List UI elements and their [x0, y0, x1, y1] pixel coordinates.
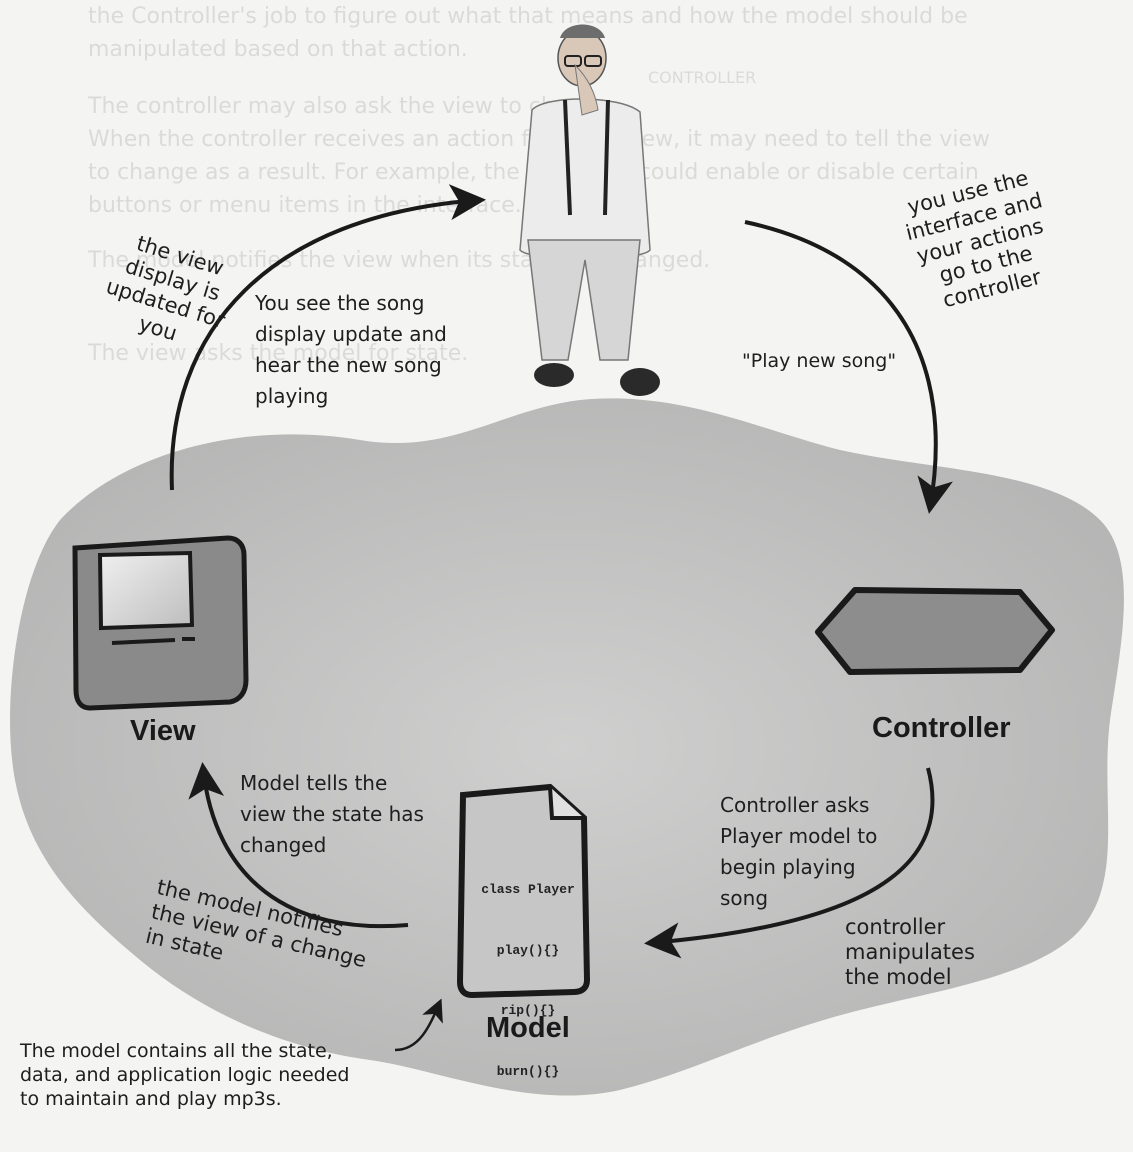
play-new-song-note: "Play new song" — [742, 350, 897, 372]
controller-asks-note: Controller asks Player model to begin pl… — [720, 793, 878, 910]
faded-line: CONTROLLER — [648, 68, 757, 87]
arrow-model-to-view — [188, 762, 409, 929]
controller-label: Controller — [872, 712, 1011, 744]
you-see-song-note: You see the song display update and hear… — [255, 291, 447, 408]
arrow-controller-to-model — [644, 767, 935, 959]
model-label: Model — [486, 1012, 570, 1044]
arrow-note-to-model — [394, 998, 443, 1052]
arrow-user-to-controller — [744, 220, 953, 514]
view-label: View — [130, 715, 196, 747]
background-blob — [10, 398, 1124, 1096]
faded-line: manipulated based on that action. — [88, 37, 468, 62]
code-line: burn(){} — [496, 1063, 560, 1079]
controller-hexagon-icon — [815, 587, 1055, 675]
code-line: class Player — [481, 882, 575, 898]
model-tells-view-note: Model tells the view the state has chang… — [240, 771, 424, 857]
model-contains-note: The model contains all the state, data, … — [20, 1040, 350, 1110]
faded-line: the Controller's job to figure out what … — [88, 4, 968, 29]
faded-line: The controller may also ask the view to … — [88, 94, 617, 119]
model-code: class Player play(){} rip(){} burn(){} — [474, 840, 582, 1122]
faded-line: The view asks the model for state. — [88, 341, 469, 366]
view-monitor-icon — [72, 535, 249, 711]
model-document-icon — [456, 783, 591, 999]
code-line: rip(){} — [500, 1003, 556, 1019]
arrow-view-to-user — [169, 184, 486, 491]
code-line: play(){} — [496, 942, 560, 958]
controller-manipulates-note: controller manipulates the model — [845, 915, 975, 990]
user-figure-illustration — [519, 24, 660, 396]
